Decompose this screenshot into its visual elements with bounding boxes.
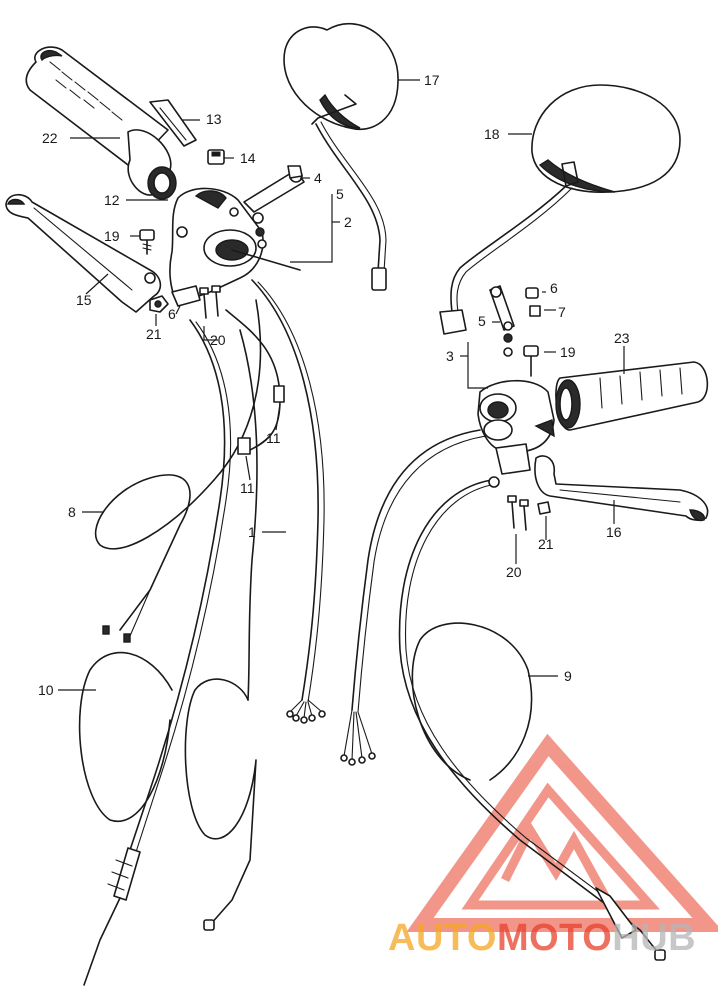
callout-4: 4 [314,170,322,186]
callout-1: 1 [248,524,256,540]
callout-17: 17 [424,72,440,88]
callout-12: 12 [104,192,120,208]
right-grip [555,361,709,431]
right-housing-screws [507,495,551,531]
right-brake-lever [534,455,709,522]
callout-7: 7 [558,304,566,320]
callout-15: 15 [76,292,92,308]
left-clutch-lever [5,193,162,313]
left-lever-nut [149,295,169,313]
callout-21-left: 21 [146,326,162,342]
watermark-moto: MOTO [497,917,612,959]
left-clamp-bracket [243,165,305,249]
callout-20-left: 20 [210,332,226,348]
callout-5-right: 5 [478,313,486,329]
callout-20-right: 20 [506,564,522,580]
callout-21-right: 21 [538,536,554,552]
callout-9: 9 [564,668,572,684]
callout-22: 22 [42,130,58,146]
left-grip [25,46,177,200]
callout-10: 10 [38,682,54,698]
callout-6-right: 6 [550,280,558,296]
callout-3: 3 [446,348,454,364]
right-clamp-parts [489,285,541,377]
left-switch-housing [169,187,301,307]
callout-11-lower: 11 [240,480,255,496]
watermark-m-shape [500,820,610,901]
watermark-triangle-outer [406,733,718,932]
callout-19-left: 19 [104,228,120,244]
left-pivot-bolt [139,229,155,255]
callout-6-left: 6 [168,306,176,322]
callout-13: 13 [206,111,222,127]
callout-23: 23 [614,330,630,346]
left-cables [78,279,326,986]
watermark-triangle-inner [461,782,661,910]
watermark-hub: HUB [612,917,696,959]
callout-8: 8 [68,504,76,520]
leader-lines [58,79,625,691]
throttle-parts [149,99,225,165]
watermark-logo [406,733,718,932]
callout-11-upper: 11 [266,430,281,446]
right-cables [340,429,666,961]
callout-19-right: 19 [560,344,576,360]
left-housing-screws [199,285,221,319]
callout-16: 16 [606,524,622,540]
left-mirror [283,22,399,291]
right-mirror [439,84,681,335]
callout-labels: 1 2 3 4 5 5 6 6 7 8 9 10 11 11 12 13 14 … [38,72,630,698]
callout-5-left: 5 [336,186,344,202]
callout-14: 14 [240,150,256,166]
watermark: AUTOMOTOHUB [388,917,696,959]
right-switch-housing [477,380,555,475]
watermark-auto: AUTO [388,917,497,959]
callout-18: 18 [484,126,500,142]
svg-text:AUTOMOTOHUB: AUTOMOTOHUB [388,917,696,959]
callout-2: 2 [344,214,352,230]
